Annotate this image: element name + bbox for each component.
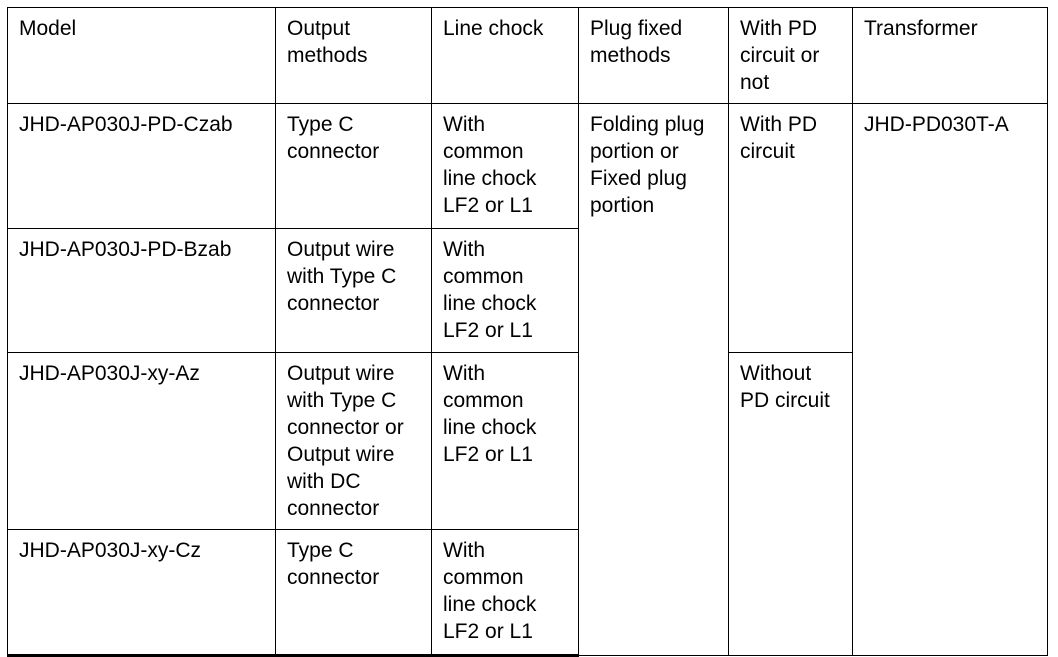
cell-output-methods-value: Output wire with Type C connector or Out… bbox=[287, 362, 404, 520]
cell-output-methods: Type C connector bbox=[275, 103, 432, 229]
cell-output-methods-value: Type C connector bbox=[287, 113, 380, 163]
cell-pd-circuit-with-value: With PD circuit bbox=[740, 113, 818, 163]
column-header-plug-fixed-methods: Plug fixed methods bbox=[578, 7, 729, 104]
column-header-transformer-label: Transformer bbox=[864, 17, 978, 40]
cell-line-chock-value: With common line chock LF2 or L1 bbox=[443, 113, 537, 217]
cell-transformer-value: JHD-PD030T-A bbox=[864, 113, 1009, 136]
column-header-output-methods-label: Output methods bbox=[287, 17, 368, 67]
cell-output-methods-value: Output wire with Type C connector bbox=[287, 238, 397, 315]
column-header-transformer: Transformer bbox=[852, 7, 1048, 104]
table-row: JHD-AP030J-PD-Bzab Output wire with Type… bbox=[7, 228, 1048, 353]
table-row: JHD-AP030J-xy-Az Output wire with Type C… bbox=[7, 352, 1048, 656]
cell-plug-fixed-methods-value: Folding plug portion or Fixed plug porti… bbox=[590, 113, 705, 217]
cell-output-methods: Output wire with Type C connector bbox=[275, 228, 432, 353]
column-header-model: Model bbox=[7, 7, 276, 104]
cell-pd-circuit-without: Without PD circuit bbox=[728, 352, 853, 656]
cell-plug-fixed-methods-merged: Folding plug portion or Fixed plug porti… bbox=[578, 103, 729, 656]
cell-model: JHD-AP030J-PD-Bzab bbox=[7, 228, 276, 353]
cell-output-methods: Type C connector bbox=[275, 529, 432, 657]
column-header-model-label: Model bbox=[19, 17, 77, 40]
cell-line-chock: With common line chock LF2 or L1 bbox=[431, 352, 579, 530]
cell-line-chock-value: With common line chock LF2 or L1 bbox=[443, 362, 537, 466]
column-header-pd-circuit-label: With PD circuit or not bbox=[740, 17, 820, 94]
product-specification-table: Model Output methods Line chock Plug fix… bbox=[7, 7, 1048, 657]
column-header-pd-circuit: With PD circuit or not bbox=[728, 7, 853, 104]
cell-model: JHD-AP030J-PD-Czab bbox=[7, 103, 276, 229]
cell-model-value: JHD-AP030J-xy-Az bbox=[19, 362, 200, 385]
cell-line-chock: With common line chock LF2 or L1 bbox=[431, 228, 579, 353]
cell-transformer-merged: JHD-PD030T-A bbox=[852, 103, 1048, 656]
table-row: JHD-AP030J-PD-Czab Type C connector With… bbox=[7, 103, 1048, 656]
cell-model-value: JHD-AP030J-PD-Czab bbox=[19, 113, 233, 136]
table-header-row: Model Output methods Line chock Plug fix… bbox=[7, 7, 1048, 104]
cell-line-chock-value: With common line chock LF2 or L1 bbox=[443, 238, 537, 342]
cell-model: JHD-AP030J-xy-Az bbox=[7, 352, 276, 530]
cell-line-chock: With common line chock LF2 or L1 bbox=[431, 103, 579, 229]
cell-output-methods: Output wire with Type C connector or Out… bbox=[275, 352, 432, 530]
cell-line-chock-value: With common line chock LF2 or L1 bbox=[443, 539, 537, 643]
cell-line-chock: With common line chock LF2 or L1 bbox=[431, 529, 579, 657]
column-header-line-chock: Line chock bbox=[431, 7, 579, 104]
cell-pd-circuit-with: With PD circuit bbox=[728, 103, 853, 353]
cell-pd-circuit-without-value: Without PD circuit bbox=[740, 362, 830, 412]
column-header-line-chock-label: Line chock bbox=[443, 17, 544, 40]
column-header-plug-fixed-methods-label: Plug fixed methods bbox=[590, 17, 683, 67]
cell-model-value: JHD-AP030J-xy-Cz bbox=[19, 539, 202, 562]
cell-output-methods-value: Type C connector bbox=[287, 539, 380, 589]
cell-model: JHD-AP030J-xy-Cz bbox=[7, 529, 276, 657]
column-header-output-methods: Output methods bbox=[275, 7, 432, 104]
table-row: JHD-AP030J-xy-Cz Type C connector With c… bbox=[7, 529, 1048, 657]
cell-model-value: JHD-AP030J-PD-Bzab bbox=[19, 238, 232, 261]
